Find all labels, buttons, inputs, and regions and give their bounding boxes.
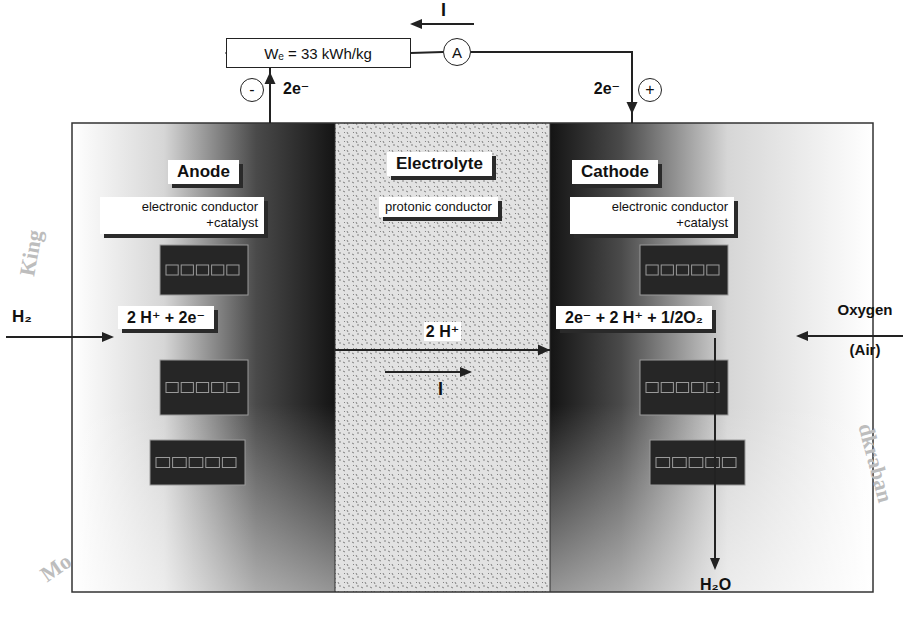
node-text: Wₑ = 33 kWh/kg <box>264 45 372 62</box>
ammeter-circle: A <box>443 38 471 66</box>
edge-label: 2e⁻ <box>281 79 311 98</box>
edge-label: 2 H⁺ <box>424 322 461 341</box>
region-heading: Cathode <box>572 160 658 184</box>
current-label: I <box>438 379 443 400</box>
gas-label: H₂ <box>12 307 32 327</box>
current-label: I <box>441 0 446 21</box>
edge-label: 2e⁻ <box>592 79 622 98</box>
arrow-head <box>627 102 638 114</box>
terminal-circle: + <box>638 78 662 102</box>
gas-label: Oxygen (Air) <box>832 290 898 370</box>
region-note: electronic conductor +catalyst <box>570 197 734 234</box>
load-box: Wₑ = 33 kWh/kg <box>226 38 411 68</box>
electrolyte-region: Electrolyte protonic conductor <box>335 123 550 592</box>
node-text: A <box>452 44 462 61</box>
node-text: - <box>249 81 254 99</box>
terminal-circle: - <box>240 78 264 102</box>
watermark: King <box>14 228 48 278</box>
reaction-label: 2e⁻ + 2 H⁺ + 1/2O₂ <box>556 306 712 329</box>
anode-region: Anode electronic conductor +catalyst <box>72 123 335 592</box>
cathode-region: Cathode electronic conductor +catalyst <box>550 123 873 592</box>
wire-connector <box>335 349 550 351</box>
reaction-label: 2 H⁺ + 2e⁻ <box>118 306 214 329</box>
arrow-head <box>265 72 276 84</box>
watermark: dkraban <box>852 421 898 506</box>
watermark: Mo <box>35 548 76 588</box>
product-label: H₂O <box>700 576 731 594</box>
region-heading: Anode <box>168 160 239 184</box>
arrow-head <box>538 345 550 356</box>
wire-connector <box>471 52 632 123</box>
region-note: protonic conductor <box>379 197 498 217</box>
region-heading: Electrolyte <box>387 152 492 176</box>
wire-connector <box>411 52 444 53</box>
region-note: electronic conductor +catalyst <box>100 197 264 234</box>
node-text: + <box>645 81 654 99</box>
